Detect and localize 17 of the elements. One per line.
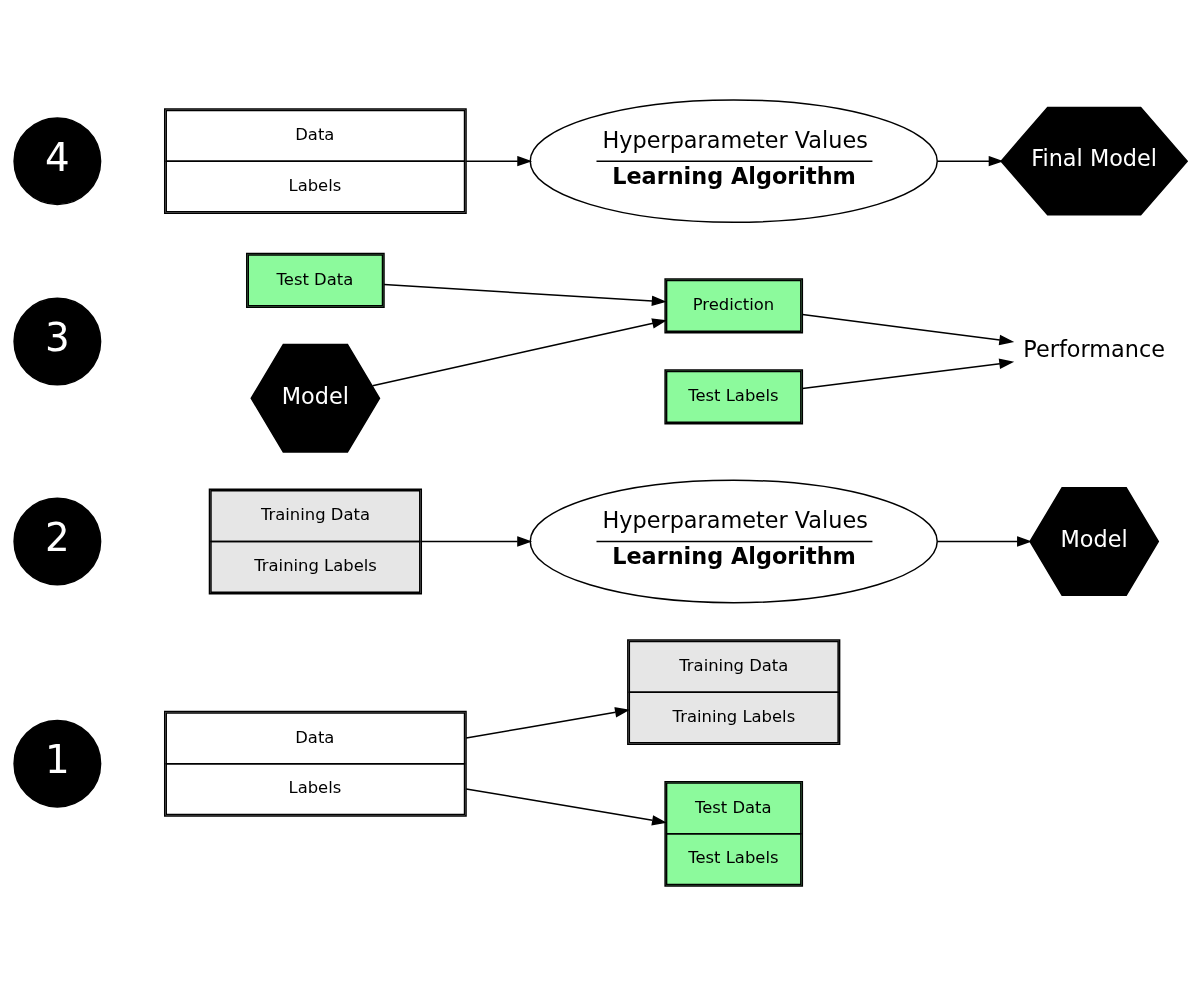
node-circle: 3: [13, 297, 102, 386]
node-circle: 2: [13, 497, 102, 586]
arrow: [420, 536, 533, 547]
node-ellipse: Hyperparameter Values Learning Algorithm: [529, 99, 938, 224]
arrow: [936, 155, 1004, 167]
arrow: [465, 707, 630, 739]
node-ellipse: Hyperparameter Values Learning Algorithm: [529, 479, 938, 604]
arrow: [801, 358, 1015, 390]
arrow: [383, 283, 667, 307]
arrow: [371, 318, 668, 387]
arrow: [801, 313, 1015, 346]
node-text: Performance: [1023, 336, 1166, 363]
arrow: [936, 536, 1032, 547]
node-circle: 1: [13, 719, 102, 808]
node-circle: 4: [13, 117, 102, 206]
arrow: [465, 155, 533, 167]
arrow: [465, 788, 667, 826]
